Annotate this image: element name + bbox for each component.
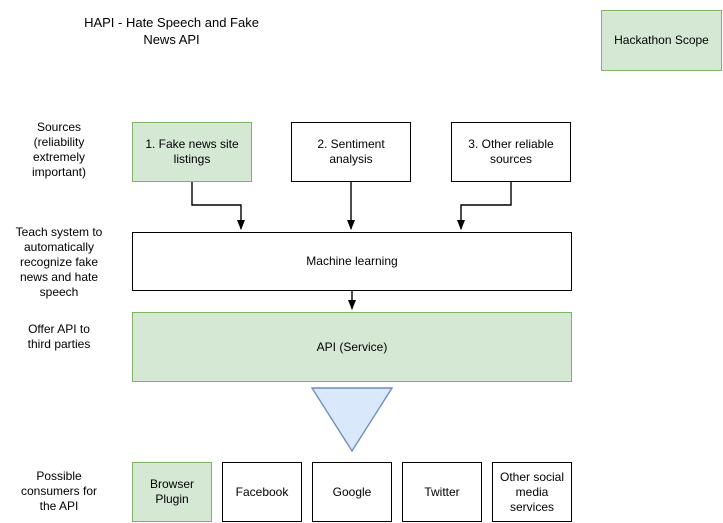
api-service-label: API (Service) [316, 339, 388, 354]
source-box-sentiment-analysis-label: 2. Sentiment analysis [317, 137, 385, 166]
row-label-teach-system-text: Teach system to automatically recognize … [15, 224, 103, 299]
consumer-box-other-social-media: Other social media services [492, 462, 572, 522]
consumer-box-google-label: Google [332, 484, 372, 499]
source-box-other-reliable-sources: 3. Other reliable sources [451, 122, 571, 182]
machine-learning-label: Machine learning [306, 254, 398, 268]
edge-source3-to-machine-learning [457, 182, 512, 230]
source-box-sentiment-analysis: 2. Sentiment analysis [291, 122, 411, 182]
consumer-box-facebook-label: Facebook [235, 484, 289, 499]
funnel-triangle-icon [310, 387, 394, 453]
source-box-other-reliable-sources-label: 3. Other reliable sources [468, 137, 554, 166]
machine-learning-box: Machine learning [132, 232, 572, 291]
consumer-box-browser-plugin-label: Browser Plugin [149, 477, 194, 506]
consumer-box-facebook: Facebook [222, 462, 302, 522]
api-service-box: API (Service) [132, 312, 572, 382]
consumer-box-other-social-media-label: Other social media services [499, 469, 565, 514]
consumer-box-twitter-label: Twitter [424, 484, 460, 499]
consumer-box-twitter: Twitter [402, 462, 482, 522]
edge-source1-to-machine-learning [191, 182, 245, 230]
source-box-fake-news-listings-label: 1. Fake news site listings [145, 137, 239, 166]
row-label-possible-consumers: Possible consumers for the API [20, 468, 98, 513]
consumer-box-google: Google [312, 462, 392, 522]
row-label-offer-api: Offer API to third parties [27, 322, 91, 351]
row-label-sources: Sources (reliability extremely important… [31, 120, 87, 179]
source-box-fake-news-listings: 1. Fake news site listings [132, 122, 252, 182]
page-title: HAPI - Hate Speech and Fake News API [84, 15, 259, 47]
hackathon-scope-box: Hackathon Scope [601, 10, 722, 71]
consumer-box-browser-plugin: Browser Plugin [132, 462, 212, 522]
hackathon-scope-label: Hackathon Scope [614, 33, 709, 47]
row-label-teach-system: Teach system to automatically recognize … [0, 224, 118, 300]
